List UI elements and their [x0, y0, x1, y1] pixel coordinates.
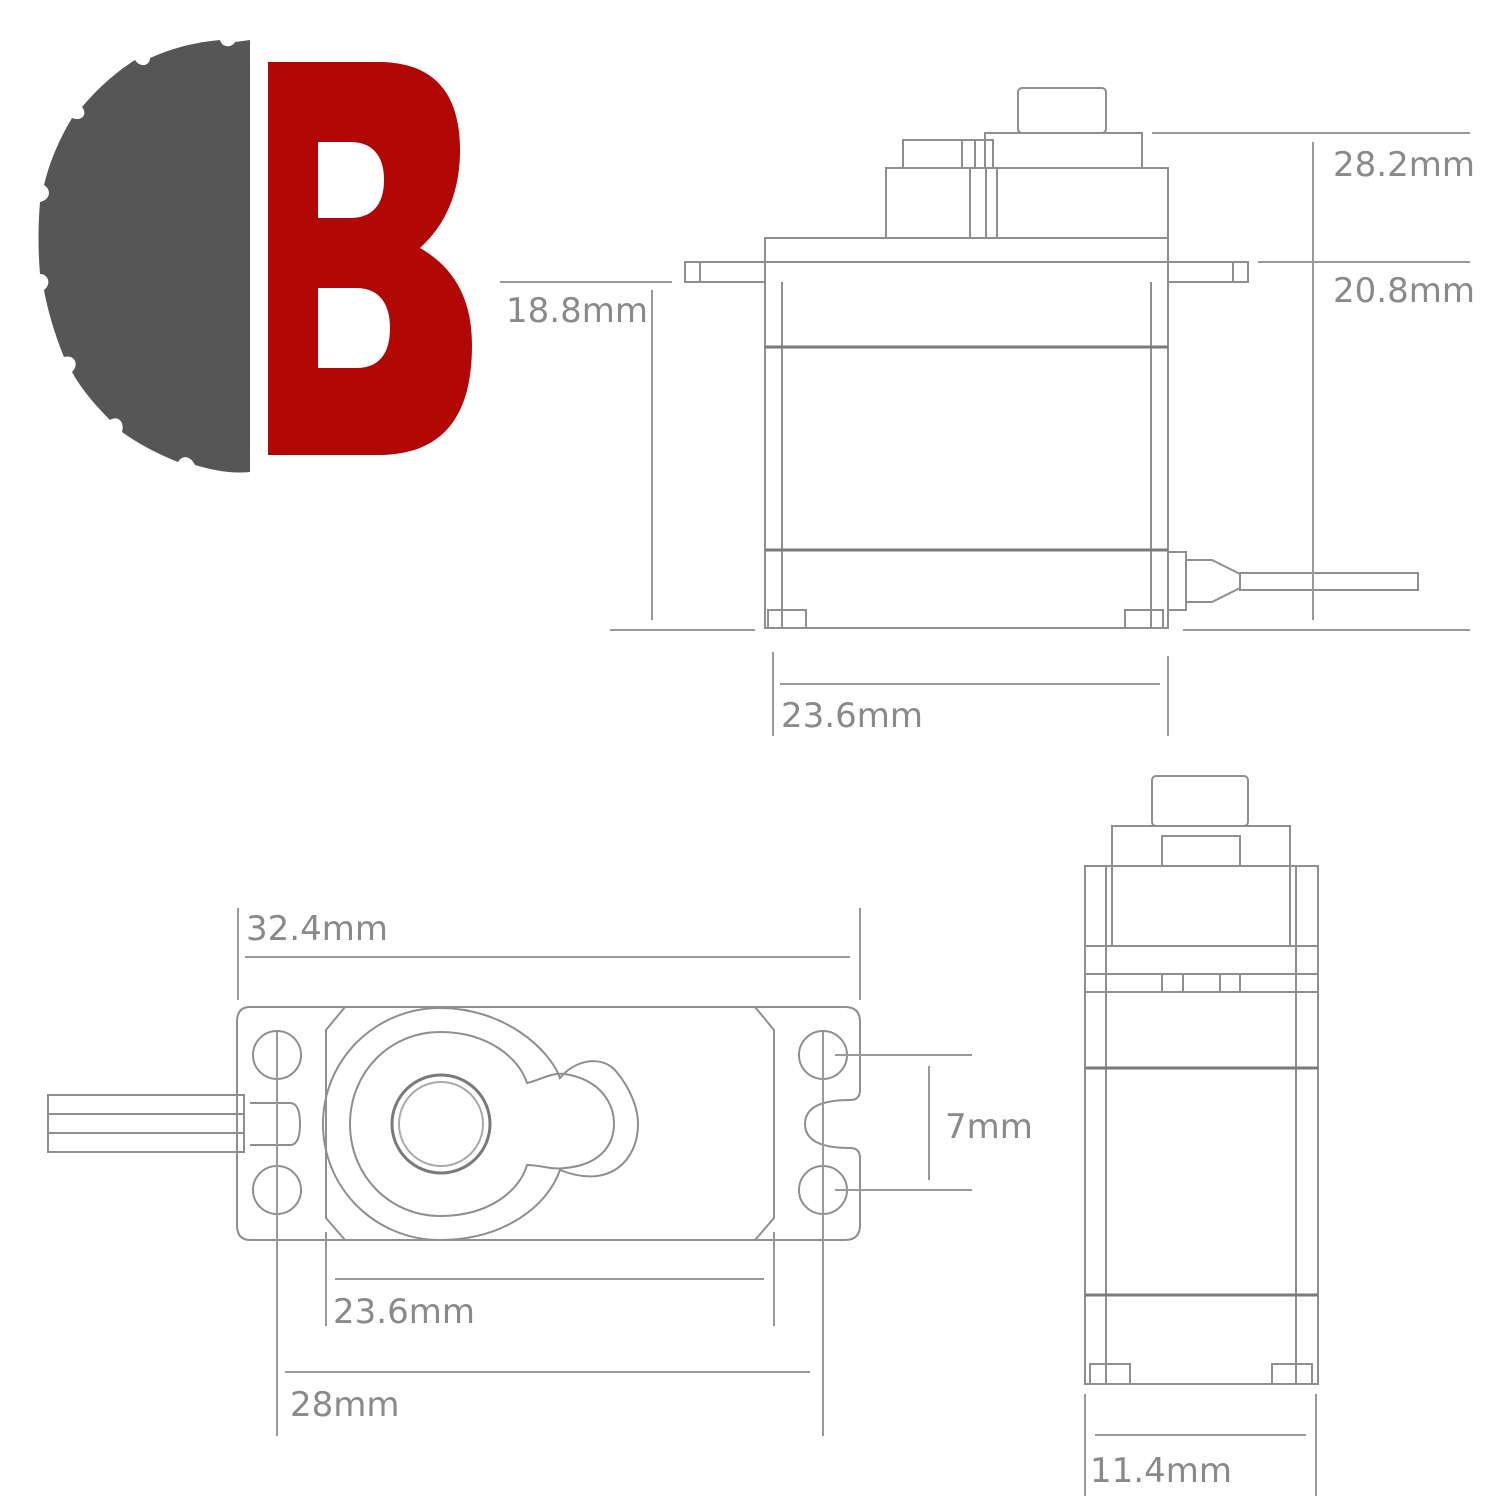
dim-side-depth: 11.4mm — [1090, 1451, 1232, 1491]
side-gear-housing-upper — [1111, 825, 1291, 947]
mount-ear-right — [1167, 261, 1249, 283]
horn-mount-outline — [348, 1030, 616, 1218]
dim-hole-spacing-horizontal: 28mm — [290, 1385, 400, 1425]
side-view: 11.4mm — [1084, 775, 1319, 1496]
dim-front-width: 23.6mm — [781, 696, 923, 736]
top-cable — [47, 1094, 245, 1153]
cable-grommet — [1167, 551, 1187, 611]
dim-mount-height: 18.8mm — [506, 291, 648, 331]
output-spline-outer — [390, 1073, 492, 1175]
side-output-shaft — [1151, 775, 1249, 827]
gear-housing — [885, 167, 1169, 239]
body-top — [764, 237, 1169, 263]
dim-total-height: 28.2mm — [1333, 145, 1475, 185]
output-shaft — [1017, 87, 1107, 134]
servo-cable — [1239, 572, 1419, 591]
side-gear-step — [1161, 835, 1241, 867]
dim-hole-spacing-vertical: 7mm — [945, 1107, 1033, 1147]
dim-top-body-length: 23.6mm — [333, 1292, 475, 1332]
side-foot-right — [1271, 1363, 1313, 1385]
dim-body-height: 20.8mm — [1333, 271, 1475, 311]
dim-overall-length: 32.4mm — [246, 909, 388, 949]
gear-housing-top — [321, 1006, 640, 1242]
foot-left — [767, 609, 807, 629]
side-gear-housing — [1084, 865, 1319, 947]
gear-housing-upper — [984, 132, 1143, 169]
side-foot-left — [1089, 1363, 1131, 1385]
foot-right — [1124, 609, 1164, 629]
cable-slot — [250, 1102, 302, 1146]
servo-body — [764, 261, 1169, 629]
top-view: 32.4mm 7mm 23.6mm 28mm — [47, 908, 1033, 1436]
mounting-plate — [236, 1006, 861, 1241]
front-view: 28.2mm 20.8mm 18.8mm 23.6mm — [500, 87, 1475, 736]
gear-half-logo-icon — [38, 40, 250, 473]
letter-b-logo-icon — [268, 62, 472, 455]
cable-strain-relief — [1185, 559, 1241, 603]
brand-logo — [38, 40, 472, 473]
output-spline-inner — [398, 1081, 484, 1167]
mount-ear-left — [684, 261, 766, 283]
top-body-outline — [325, 1006, 775, 1241]
gear-housing-small — [902, 139, 994, 169]
side-body — [1084, 945, 1319, 1385]
